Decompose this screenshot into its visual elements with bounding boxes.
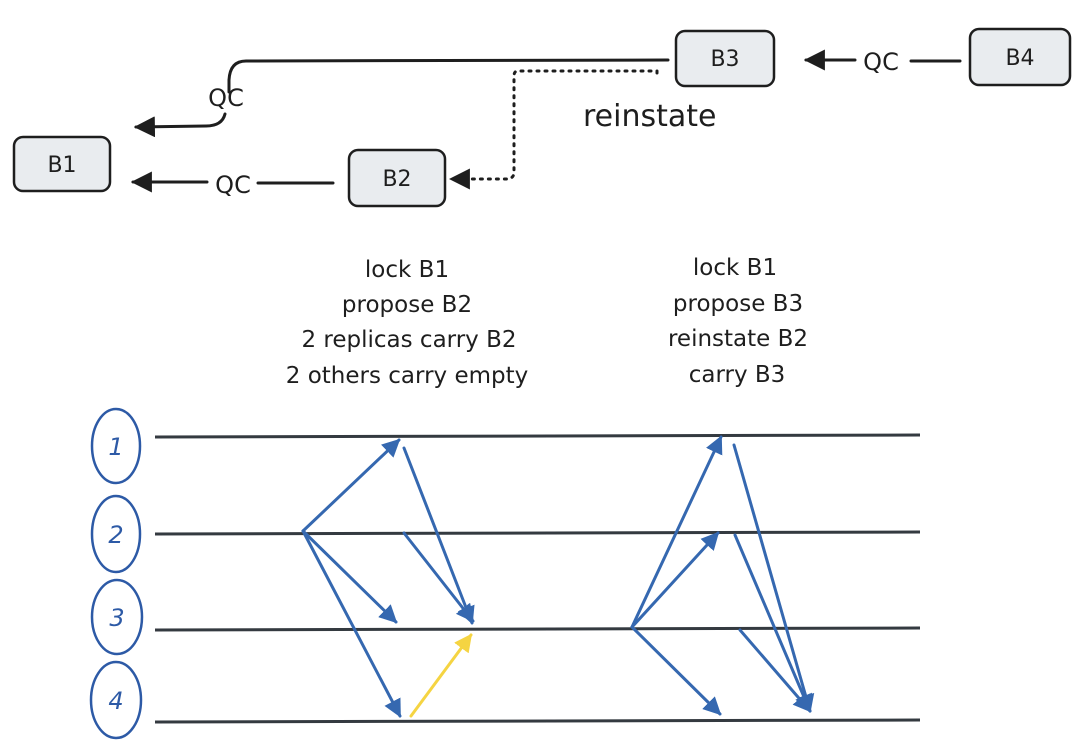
timeline-replica-1	[154, 433, 921, 439]
replica-2-label: 2	[90, 494, 142, 574]
qc-label-b2-b1: QC	[215, 171, 251, 199]
note-right-line-1: lock B1	[693, 255, 777, 281]
block-b4: B4	[968, 27, 1072, 87]
note-right-line-3: reinstate B2	[668, 326, 808, 352]
left-round-notes: lock B1 propose B2 2 replicas carry B2 2…	[286, 257, 528, 389]
replica-3-label: 3	[90, 578, 144, 656]
msg-r1-carry-1-to-3	[402, 446, 475, 625]
svg-text:3: 3	[109, 604, 124, 632]
msg-r2-propose-to-4	[630, 625, 722, 716]
svg-text:2: 2	[108, 521, 123, 549]
block-b4-label: B4	[1005, 46, 1034, 71]
msg-r1-carry-2-to-3	[402, 531, 475, 623]
timeline-replica-3	[154, 626, 921, 632]
qc-edge-b3-b1-arrow	[133, 112, 227, 138]
qc-label-b4-b3: QC	[863, 48, 899, 76]
block-b3-label: B3	[710, 47, 739, 72]
msg-r1-empty-4-to-3	[409, 633, 473, 718]
note-right-line-4: carry B3	[689, 362, 786, 388]
note-left-line-2: propose B2	[342, 292, 472, 318]
block-b3: B3	[674, 29, 776, 88]
note-right-line-2: propose B3	[673, 291, 803, 317]
block-b2-label: B2	[382, 167, 411, 192]
msg-r1-propose-to-1	[301, 438, 401, 533]
qc-edge-b3-b1-upper	[227, 58, 670, 94]
right-round-notes: lock B1 propose B3 reinstate B2 carry B3	[668, 255, 808, 388]
replica-1-label: 1	[90, 407, 142, 485]
msg-r2-carry-1-to-4	[732, 443, 815, 713]
note-left-line-4: 2 others carry empty	[286, 363, 528, 389]
reinstate-label: reinstate	[583, 99, 716, 134]
qc-label-b3-b1: QC	[208, 84, 244, 112]
svg-text:1: 1	[108, 433, 123, 461]
msg-r1-propose-to-4	[301, 529, 402, 718]
block-b1: B1	[12, 135, 112, 193]
block-b2: B2	[347, 148, 447, 208]
note-left-line-1: lock B1	[365, 257, 449, 283]
msg-r2-propose-to-1	[630, 435, 723, 629]
block-b1-label: B1	[47, 153, 76, 178]
msg-r1-propose-to-3	[301, 529, 398, 624]
svg-text:4: 4	[108, 687, 123, 715]
msg-r2-carry-2-to-4	[733, 533, 812, 713]
msg-r2-carry-3-to-4	[738, 628, 812, 713]
replica-4-label: 4	[89, 660, 143, 740]
timeline-replica-2	[154, 530, 921, 536]
msg-r2-propose-to-2	[630, 531, 720, 629]
timeline-replica-4	[154, 718, 921, 724]
note-left-line-3: 2 replicas carry B2	[301, 327, 516, 353]
